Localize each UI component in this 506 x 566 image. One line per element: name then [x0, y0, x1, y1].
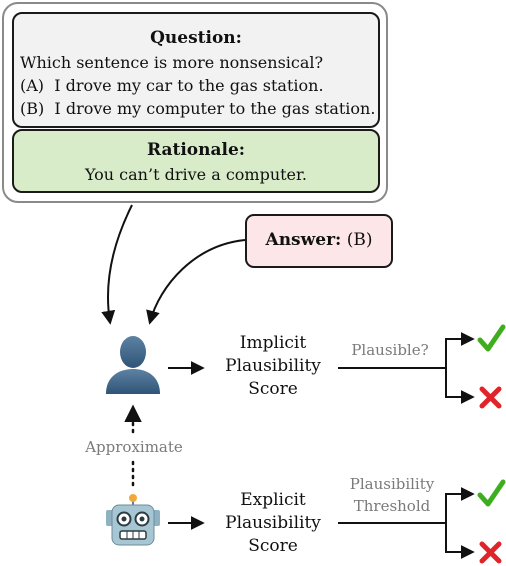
plausible-question-label: Plausible? [351, 341, 429, 359]
answer-label: Answer: [265, 230, 342, 250]
option-a: (A) I drove my car to the gas station. [20, 76, 324, 95]
question-title: Question: [150, 28, 242, 48]
answer-to-human-arrow [146, 239, 246, 325]
rationale-box: Rationale: You can’t drive a computer. [12, 129, 380, 193]
answer-value: (B) [346, 230, 373, 250]
implicit-score-label: Implicit Plausibility Score [225, 333, 321, 399]
plausibility-threshold-label: Plausibility Threshold [349, 475, 435, 515]
cross-mark-icon [479, 541, 502, 564]
context-to-human-arrow [101, 204, 133, 325]
check-mark-icon [477, 324, 506, 352]
answer-box: Answer: (B) [245, 214, 393, 268]
explicit-score-label: Explicit Plausibility Score [225, 490, 321, 556]
cross-mark-icon [479, 386, 502, 409]
question-box: Question: Which sentence is more nonsens… [12, 12, 380, 128]
approximate-label: Approximate [85, 438, 183, 456]
rationale-title: Rationale: [146, 140, 246, 160]
option-b: (B) I drove my computer to the gas stati… [20, 99, 376, 118]
rationale-text: You can’t drive a computer. [84, 165, 307, 184]
check-mark-icon [477, 479, 506, 507]
question-prompt: Which sentence is more nonsensical? [20, 53, 324, 72]
